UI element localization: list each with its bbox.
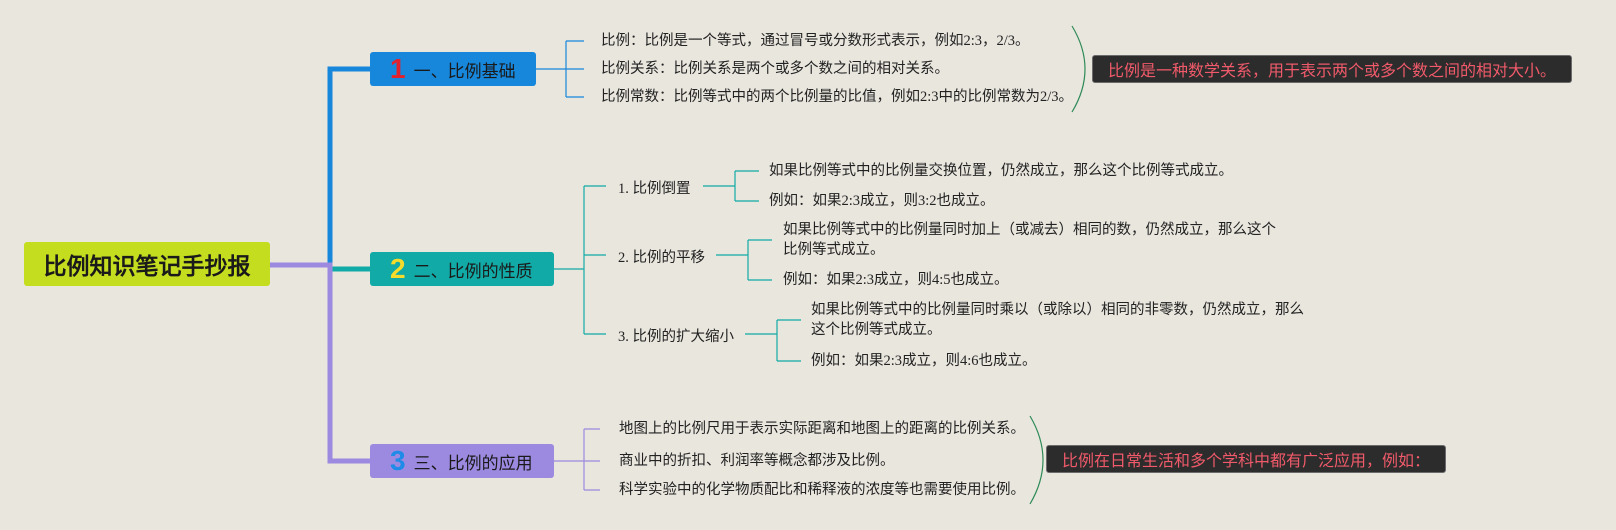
root-topic[interactable]: 比例知识笔记手抄报 bbox=[24, 242, 270, 286]
branch-1-item-3[interactable]: 比例常数：比例等式中的两个比例量的比值，例如2:3中的比例常数为2/3。 bbox=[601, 89, 1074, 105]
connector-branch1-items bbox=[536, 40, 584, 98]
branch-3-item-3[interactable]: 科学实验中的化学物质配比和稀释液的浓度等也需要使用比例。 bbox=[619, 482, 1025, 498]
branch-3-summary[interactable]: 比例在日常生活和多个学科中都有广泛应用，例如： bbox=[1046, 445, 1446, 473]
branch-2-title: 二、比例的性质 bbox=[413, 261, 533, 282]
branch-2-sub-2-item-1[interactable]: 如果比例等式中的比例量同时加上（或减去）相同的数，仍然成立，那么这个比例等式成立… bbox=[783, 222, 1276, 258]
branch-2-topic[interactable]: 2 二、比例的性质 bbox=[370, 252, 554, 286]
branch-3-item-1[interactable]: 地图上的比例尺用于表示实际距离和地图上的距离的比例关系。 bbox=[619, 421, 1025, 437]
branch-2-sub-2-title[interactable]: 2. 比例的平移 bbox=[618, 250, 705, 266]
connector-sub3-items bbox=[745, 319, 801, 362]
branch-1-title: 一、比例基础 bbox=[413, 61, 516, 82]
branch-3-number: 3 bbox=[390, 445, 406, 476]
branch-2-sub-1-item-1[interactable]: 如果比例等式中的比例量交换位置，仍然成立，那么这个比例等式成立。 bbox=[769, 163, 1233, 179]
branch-3-item-2[interactable]: 商业中的折扣、利润率等概念都涉及比例。 bbox=[619, 453, 895, 469]
connector-sub1-items bbox=[703, 170, 759, 202]
connector-branch3-items bbox=[554, 428, 600, 491]
branch-2-sub-1-item-2[interactable]: 例如：如果2:3成立，则3:2也成立。 bbox=[769, 193, 995, 209]
branch-1-summary[interactable]: 比例是一种数学关系，用于表示两个或多个数之间的相对大小。 bbox=[1092, 55, 1572, 83]
branch-3-topic[interactable]: 3 三、比例的应用 bbox=[370, 444, 554, 478]
connector-sub2-items bbox=[716, 239, 772, 281]
brace-branch1 bbox=[1071, 25, 1086, 113]
branch-2-sub-3-title[interactable]: 3. 比例的扩大缩小 bbox=[618, 329, 734, 345]
branch-2-sub-2-item-2[interactable]: 例如：如果2:3成立，则4:5也成立。 bbox=[783, 272, 1009, 288]
brace-branch3 bbox=[1029, 415, 1044, 505]
branch-1-number: 1 bbox=[390, 53, 406, 84]
branch-1-topic[interactable]: 1 一、比例基础 bbox=[370, 52, 536, 86]
connector-root-branch3 bbox=[270, 262, 370, 464]
branch-3-title: 三、比例的应用 bbox=[413, 453, 533, 474]
branch-2-sub-3-item-2[interactable]: 例如：如果2:3成立，则4:6也成立。 bbox=[811, 353, 1037, 369]
branch-2-sub-1-title[interactable]: 1. 比例倒置 bbox=[618, 181, 691, 197]
branch-2-sub-3-item-1[interactable]: 如果比例等式中的比例量同时乘以（或除以）相同的非零数，仍然成立，那么这个比例等式… bbox=[811, 302, 1304, 338]
branch-2-number: 2 bbox=[390, 253, 406, 284]
connector-root-branch1 bbox=[270, 66, 370, 268]
branch-1-item-1[interactable]: 比例：比例是一个等式，通过冒号或分数形式表示，例如2:3，2/3。 bbox=[601, 33, 1030, 49]
branch-1-item-2[interactable]: 比例关系：比例关系是两个或多个数之间的相对关系。 bbox=[601, 61, 949, 77]
connector-branch2-subs bbox=[554, 185, 606, 335]
